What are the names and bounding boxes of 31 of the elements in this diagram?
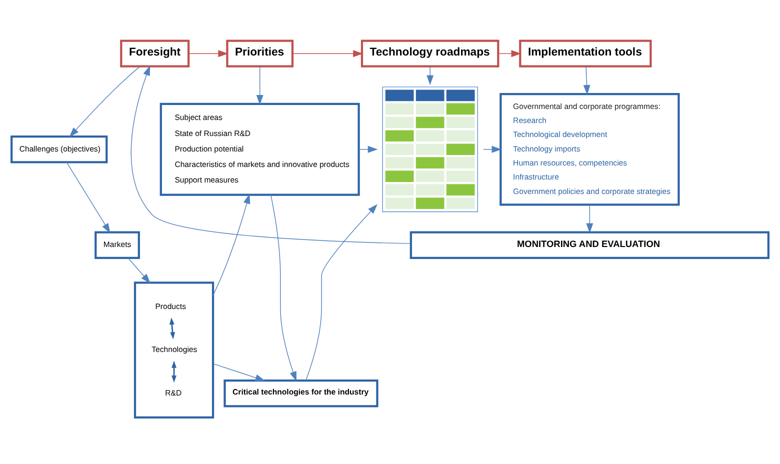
node-box: MONITORING AND EVALUATION bbox=[410, 231, 770, 259]
arrow bbox=[358, 146, 378, 153]
arrow bbox=[292, 50, 364, 58]
node-picture bbox=[382, 86, 478, 212]
arrow bbox=[188, 50, 228, 58]
node-box: Critical technologies for the industry bbox=[224, 380, 378, 408]
node-text: R&D bbox=[165, 388, 182, 398]
node-text: Products bbox=[155, 302, 186, 311]
arrow bbox=[270, 194, 296, 382]
node-box: Foresight bbox=[120, 40, 190, 68]
node-text: Technologies bbox=[152, 345, 198, 354]
arrow bbox=[66, 162, 110, 234]
node-box: Markets bbox=[94, 231, 140, 259]
arrow bbox=[212, 194, 250, 296]
arrow bbox=[583, 66, 590, 95]
arrow bbox=[586, 204, 594, 234]
arrow bbox=[130, 66, 412, 244]
node-box: Implementation tools bbox=[519, 40, 652, 68]
node-box: Challenges (objectives) bbox=[10, 136, 108, 164]
arrow bbox=[256, 66, 264, 105]
node-box: Governmental and corporate programmes: Research Technological development Technology imports Human resources, competencies Infrastructure Government policies and corporate strategies bbox=[500, 92, 680, 206]
node-box: Technology roadmaps bbox=[360, 40, 500, 68]
node-box: Priorities bbox=[226, 40, 294, 68]
cluster bbox=[134, 282, 214, 419]
arrow bbox=[498, 50, 522, 58]
node-box: Subject areas State of Russian R&D Production potential Characteristics of markets and innovative products Support measures bbox=[160, 102, 360, 196]
arrow bbox=[212, 363, 266, 382]
arrow bbox=[306, 204, 378, 381]
arrow bbox=[69, 66, 140, 138]
arrow bbox=[426, 66, 434, 86]
arrow bbox=[128, 258, 151, 284]
